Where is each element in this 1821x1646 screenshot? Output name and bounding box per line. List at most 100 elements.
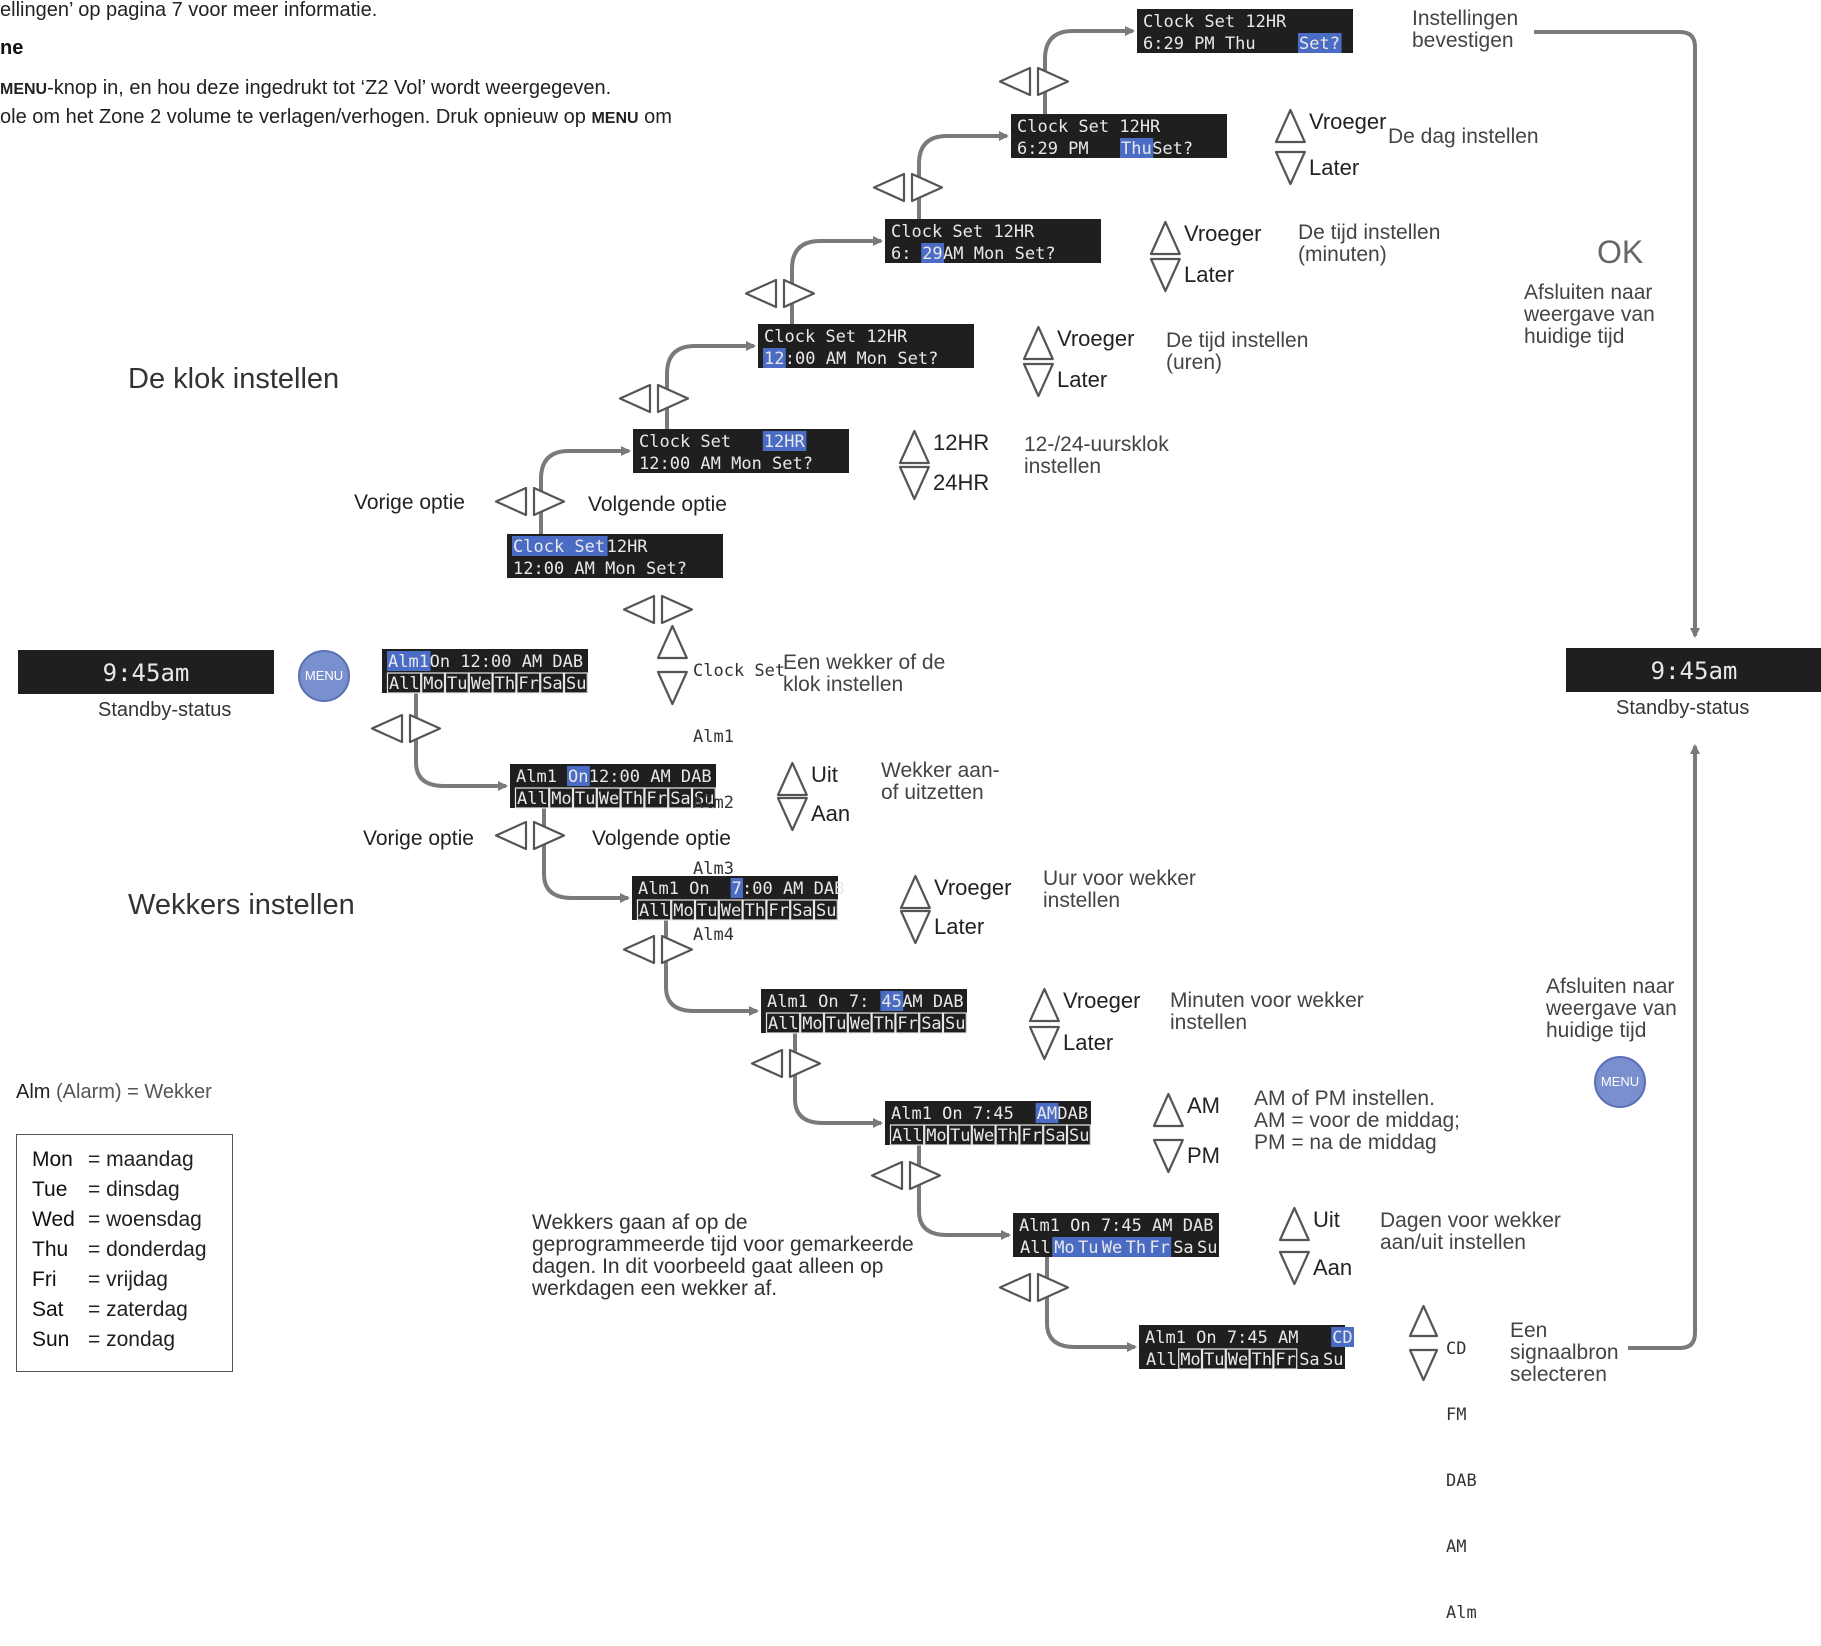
legend-meaning: = zondag (88, 1328, 175, 1351)
down-label: 24HR (933, 470, 990, 495)
step-description: Een signaalbron selecteren (1510, 1319, 1619, 1387)
option-item: Alm1 (693, 727, 734, 747)
nav-next-label-alarm: Volgende optie (592, 827, 731, 850)
next-arrow-icon (1036, 1272, 1070, 1303)
day-box (1273, 1348, 1298, 1370)
day-box (1201, 1348, 1226, 1370)
day-label: Su (945, 1014, 965, 1034)
option-item: DAB (1446, 1471, 1477, 1491)
day-label: We (471, 674, 491, 694)
lcd-text: AM Mon Set? (943, 244, 1056, 264)
lcd-line-1: Alm1 On 12:00 AM DAB (387, 651, 583, 672)
down-arrow-icon (656, 670, 688, 706)
day-label: Th (874, 1014, 894, 1034)
alarm-flow-arrow (1045, 1257, 1137, 1352)
prev-arrow-icon (998, 66, 1032, 97)
day-label: Th (1252, 1350, 1272, 1370)
clock-flow-arrow (665, 341, 756, 429)
day-box (995, 1124, 1020, 1146)
day-box (691, 787, 716, 809)
day-highlight (1052, 1237, 1076, 1257)
prev-arrow-icon (494, 486, 528, 517)
lcd-line-2: 6:29 AM Mon Set? (891, 243, 1056, 264)
day-box (421, 672, 446, 694)
day-label: Su (1197, 1238, 1217, 1258)
legend-meaning: = maandag (88, 1148, 194, 1171)
option-item: Alm3 (693, 859, 734, 879)
highlight-mark (921, 243, 944, 263)
legend-row: Wed= woensdag (32, 1208, 202, 1232)
clock-flow-arrow (539, 446, 631, 534)
prev-arrow-icon (370, 713, 404, 744)
next-arrow-icon (532, 486, 566, 517)
lcd-text: Alm1 (516, 767, 557, 787)
section-title-fragment: ne (0, 37, 24, 59)
exit-text-top: Afsluiten naar weergave van huidige tijd (1524, 281, 1655, 349)
day-label: Th (623, 789, 643, 809)
day-highlight (1099, 1237, 1124, 1257)
legend-abbr: Tue (32, 1178, 68, 1201)
lcd-line-1: Clock Set 12HR (512, 536, 648, 557)
lcd-line-2: 12:00 AM Mon Set? (763, 348, 938, 369)
prev-arrow-icon (494, 820, 528, 851)
up-label: Vroeger (1184, 221, 1262, 246)
day-label: Su (1323, 1350, 1343, 1370)
lcd-line-1: Clock Set 12HR (1143, 12, 1287, 32)
day-label: Th (495, 674, 515, 694)
down-label: Later (1063, 1030, 1114, 1055)
menu-button-exit[interactable]: MENU (1594, 1056, 1646, 1108)
day-label: Sa (1045, 1126, 1065, 1146)
up-arrow-icon (1022, 325, 1054, 361)
lcd-line-1: Clock Set 12HR (639, 431, 807, 452)
prev-arrow-icon (622, 934, 656, 965)
clock-heading: De klok instellen (128, 363, 340, 395)
day-box (947, 1124, 972, 1146)
down-label: Aan (811, 801, 851, 826)
day-box (572, 787, 597, 809)
exit-text-bottom: Afsluiten naar weergave van huidige tijd (1546, 975, 1677, 1043)
up-arrow-icon (898, 429, 930, 465)
highlight-mark (1298, 33, 1342, 53)
legend-meaning: = vrijdag (88, 1268, 168, 1291)
up-label: 12HR (933, 430, 990, 455)
day-box (516, 672, 541, 694)
lcd-line-2: 12:00 AM Mon Set? (513, 559, 687, 579)
lcd-line-1: Alm1 On 7:45 AM DAB (767, 991, 964, 1012)
step-description: De tijd instellen (minuten) (1298, 221, 1441, 267)
lcd-line-1: Clock Set 12HR (764, 327, 908, 347)
confirm-arrow (1534, 30, 1700, 638)
legend-abbr: Sun (32, 1328, 70, 1351)
next-arrow-icon (660, 594, 694, 625)
step-description: Een wekker of de klok instellen (783, 651, 946, 697)
day-box (1249, 1348, 1274, 1370)
step-description: Wekker aan- of uitzetten (881, 759, 1000, 805)
day-label: All (639, 901, 670, 921)
day-label: Th (998, 1126, 1018, 1146)
lcd-text: Clock Set 12HR (764, 327, 908, 347)
day-box (596, 787, 621, 809)
up-arrow-icon (776, 761, 808, 797)
next-arrow-icon (660, 934, 694, 965)
lcd-text: Clock Set 12HR (1143, 12, 1287, 32)
day-label: Fr (1021, 1126, 1041, 1146)
prev-arrow-icon (750, 1048, 784, 1079)
ok-label: OK (1597, 234, 1644, 270)
lcd-text: Alm1 (388, 652, 429, 672)
menu-button[interactable]: MENU (298, 650, 350, 702)
highlight-mark (567, 766, 590, 786)
clock-screen-4 (1011, 114, 1227, 158)
day-label: Tu (1078, 1238, 1098, 1258)
lcd-line-1: Alm1 On 7:45 AM DAB (891, 1103, 1088, 1124)
lcd-text: 12HR (607, 537, 649, 557)
up-label: AM (1187, 1093, 1220, 1118)
lcd-text: Clock Set 12HR (1017, 117, 1161, 137)
exit-arrow (1628, 744, 1700, 1350)
legend-abbr: Mon (32, 1148, 73, 1171)
day-label: Tu (697, 901, 717, 921)
step-description: De dag instellen (1388, 125, 1539, 148)
day-box (1066, 1124, 1091, 1146)
nav-next-label: Volgende optie (588, 493, 727, 516)
day-label: Tu (1204, 1350, 1224, 1370)
